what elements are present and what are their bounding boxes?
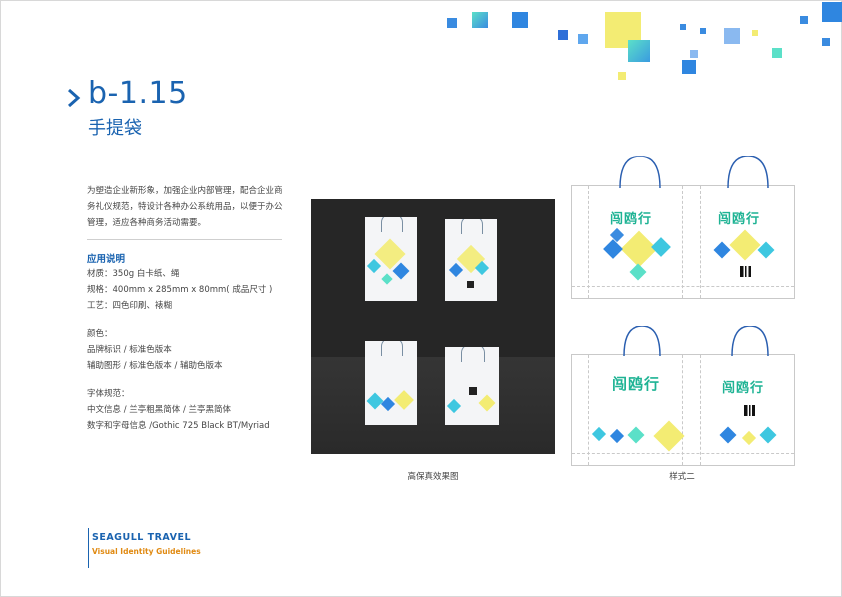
bag-mockup: [365, 217, 417, 301]
bag-handle: [619, 156, 661, 188]
intro-line: 务礼仪规范，特设计各种办公系统用品，以便于办公: [87, 202, 283, 212]
bag-photo-mockup: [311, 199, 555, 454]
spec-line: 字体规范：: [87, 389, 130, 399]
intro-line: 管理，适应各种商务活动需要。: [87, 218, 207, 228]
bag-flat-layout: 闯鸥行 闯鸥行: [571, 354, 795, 466]
page-subtitle: 手提袋: [88, 118, 142, 139]
bag-mockup: [445, 219, 497, 301]
intro-line: 为塑造企业新形象，加强企业内部管理，配合企业商: [87, 186, 283, 196]
spec-line: 规格：400mm x 285mm x 80mm( 成品尺寸 ): [87, 285, 273, 295]
spec-line: 材质：350g 白卡纸、绳: [87, 269, 180, 279]
photo-floor: [311, 357, 555, 454]
color-specs: 颜色： 品牌标识 / 标准色版本 辅助图形 / 标准色版本 / 辅助色版本: [87, 326, 223, 374]
chevron-right-icon: [68, 88, 81, 108]
bag-handle: [727, 156, 769, 188]
bag-mockup: [365, 341, 417, 425]
bag-handle: [623, 326, 661, 356]
intro-paragraph: 为塑造企业新形象，加强企业内部管理，配合企业商 务礼仪规范，特设计各种办公系统用…: [87, 183, 287, 231]
usage-specs: 材质：350g 白卡纸、绳 规格：400mm x 285mm x 80mm( 成…: [87, 266, 272, 314]
bag-handle: [731, 326, 769, 356]
spec-line: 辅助图形 / 标准色版本 / 辅助色版本: [87, 361, 223, 371]
divider: [87, 239, 282, 240]
footer-accent-line: [88, 528, 89, 568]
usage-title: 应用说明: [87, 254, 126, 265]
spec-line: 工艺：四色印刷、裱糊: [87, 301, 173, 311]
bag-mockup: [445, 347, 499, 425]
spec-line: 数字和字母信息 /Gothic 725 Black BT/Myriad: [87, 421, 270, 431]
bag-flat-layout: 闯鸥行 闯鸥行: [571, 185, 795, 299]
footer-brand: SEAGULL TRAVEL: [92, 532, 192, 543]
page-code: b-1.15: [88, 76, 188, 111]
photo-caption: 高保真效果图: [407, 472, 459, 482]
flat-caption: 样式二: [669, 472, 695, 482]
logo-mark: 闯鸥行: [722, 381, 765, 396]
logo-mark: 闯鸥行: [718, 212, 761, 227]
logo-mark: 闯鸥行: [612, 375, 661, 393]
footer-subtitle: Visual Identity Guidelines: [92, 547, 201, 556]
spec-line: 品牌标识 / 标准色版本: [87, 345, 172, 355]
spec-line: 中文信息 / 兰亭粗黑简体 / 兰亭黑简体: [87, 405, 232, 415]
logo-mark: 闯鸥行: [610, 212, 653, 227]
font-specs: 字体规范： 中文信息 / 兰亭粗黑简体 / 兰亭黑简体 数字和字母信息 /Got…: [87, 386, 270, 434]
spec-line: 颜色：: [87, 329, 113, 339]
